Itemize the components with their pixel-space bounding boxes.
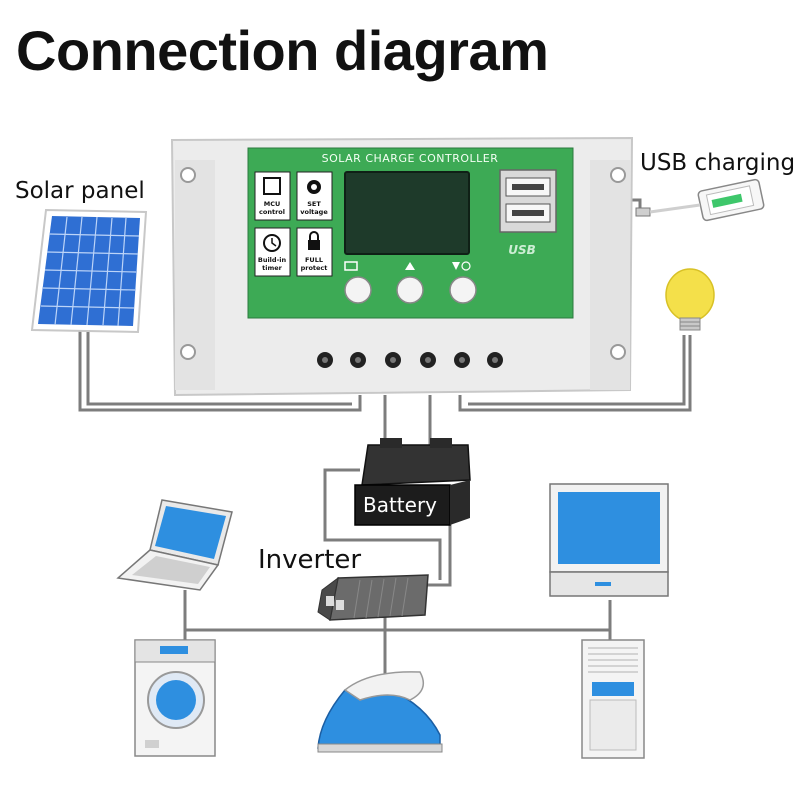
mount-hole-icon	[610, 344, 626, 360]
up-symbol-icon	[405, 262, 415, 270]
svg-text:MCU: MCU	[264, 200, 281, 208]
usb-charging-label: USB charging	[640, 150, 795, 176]
solar-panel	[30, 208, 148, 334]
phone-icon	[635, 178, 765, 222]
solar-wire	[78, 330, 362, 412]
usb-logo: USB	[508, 243, 536, 257]
page-title: Connection diagram	[16, 19, 549, 82]
inverter-label: Inverter	[258, 545, 361, 575]
monitor-icon	[549, 483, 669, 597]
feature-set: SET voltage	[296, 171, 333, 221]
iron-icon	[317, 671, 443, 753]
laptop-icon	[116, 499, 233, 591]
mcu-chip-icon	[263, 177, 281, 195]
feature-protect: FULL protect	[296, 227, 333, 277]
inverter	[317, 574, 429, 621]
inverter-wire-1	[323, 468, 442, 580]
load-wire-2	[468, 335, 686, 406]
light-bulb-icon	[665, 268, 715, 331]
mount-hole-icon	[610, 167, 626, 183]
solar-panel-label: Solar panel	[15, 178, 145, 204]
solar-charge-controller: SOLAR CHARGE CONTROLLER MCU control SET …	[170, 136, 634, 397]
air-conditioner-icon	[581, 639, 645, 759]
lock-icon	[308, 240, 320, 250]
svg-text:control: control	[259, 208, 285, 216]
svg-text:FULL: FULL	[305, 256, 323, 264]
washing-machine-icon	[134, 639, 216, 757]
clock-icon	[263, 234, 281, 252]
battery	[354, 438, 471, 526]
mount-hole-icon	[180, 344, 196, 360]
usb-ports	[499, 169, 557, 233]
svg-text:voltage: voltage	[300, 208, 328, 216]
load-wire	[458, 335, 692, 412]
svg-text:timer: timer	[262, 264, 283, 272]
feature-timer: Build-in timer	[254, 227, 291, 277]
terminals	[317, 352, 503, 368]
feature-mcu: MCU control	[254, 171, 291, 221]
lcd-screen	[344, 171, 470, 255]
inverter-wire-2	[420, 500, 452, 587]
solar-wire-2	[86, 330, 352, 406]
up-button	[396, 276, 424, 304]
svg-text:Build-in: Build-in	[258, 256, 287, 264]
menu-symbol-icon	[344, 261, 358, 271]
menu-button	[344, 276, 372, 304]
down-symbol-icon	[452, 262, 460, 270]
controller-header: SOLAR CHARGE CONTROLLER	[322, 152, 499, 165]
battery-label: Battery	[363, 493, 437, 517]
svg-text:SET: SET	[307, 200, 321, 208]
down-button	[449, 276, 477, 304]
svg-text:protect: protect	[301, 264, 328, 272]
mount-hole-icon	[180, 167, 196, 183]
